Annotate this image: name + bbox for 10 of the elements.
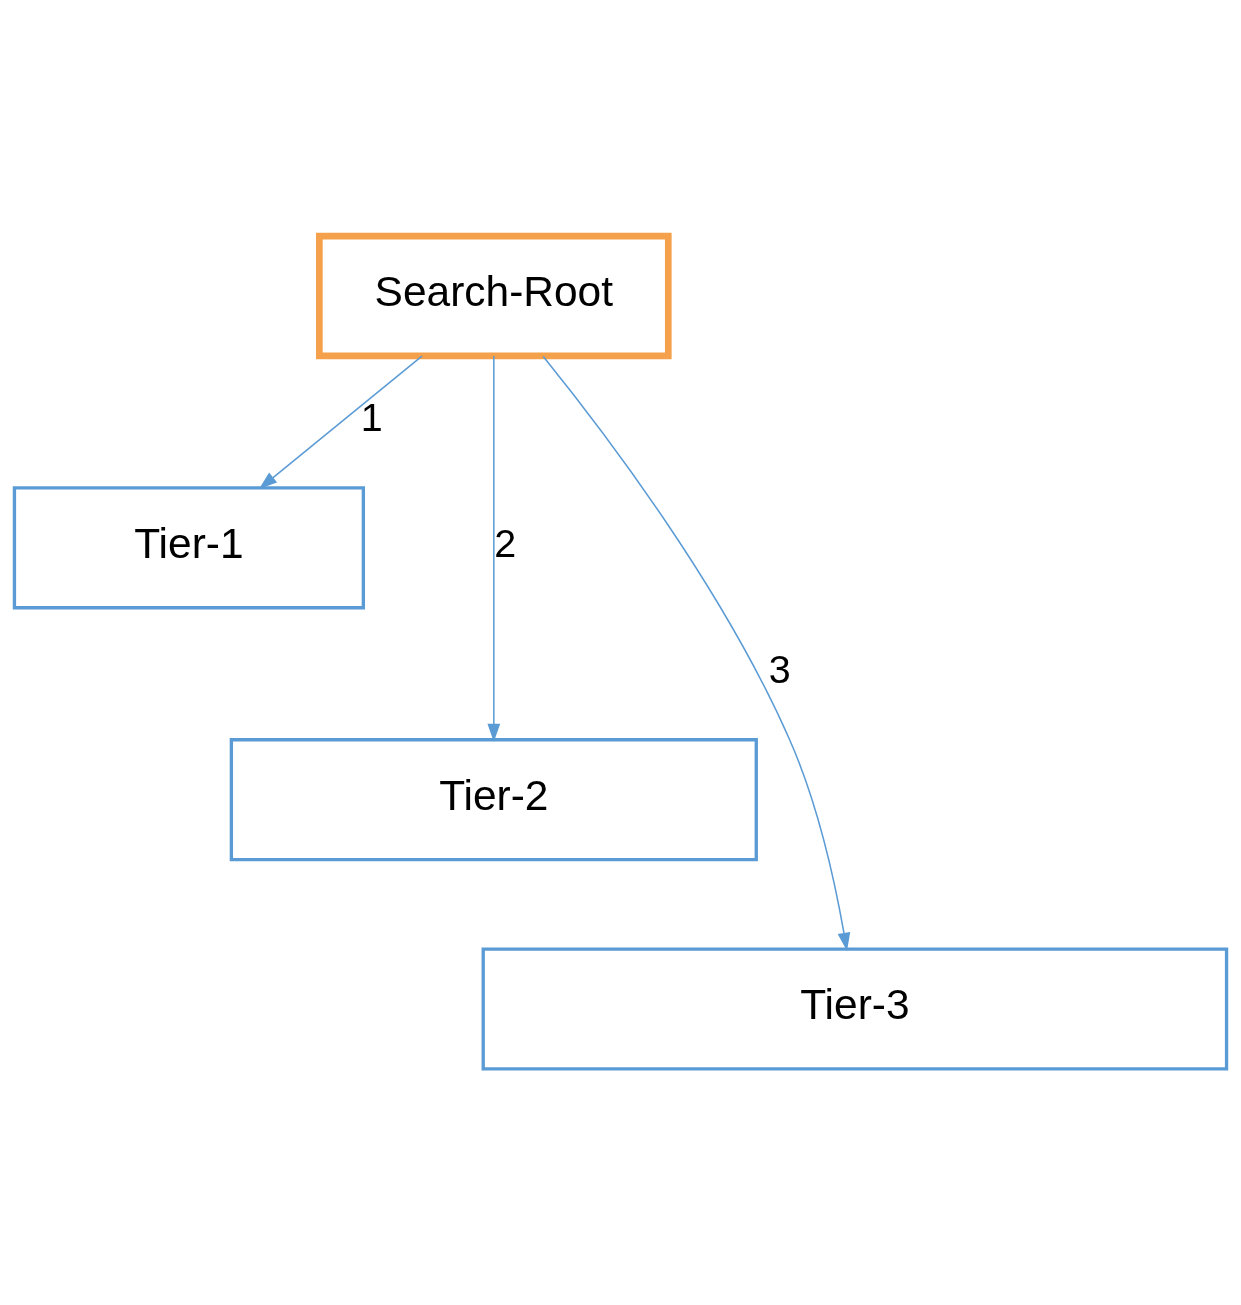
arrow: [542, 355, 851, 951]
edge-label: 3: [768, 647, 791, 692]
node-box: Tier-3: [481, 947, 1229, 1071]
arrow: [487, 355, 501, 743]
arrow: [259, 355, 423, 490]
edge-label: 1: [360, 395, 383, 440]
node-box: Search-Root: [316, 232, 672, 360]
node-box: Tier-1: [12, 486, 366, 610]
node-box: Tier-2: [229, 738, 758, 862]
edge-label: 2: [494, 521, 517, 566]
